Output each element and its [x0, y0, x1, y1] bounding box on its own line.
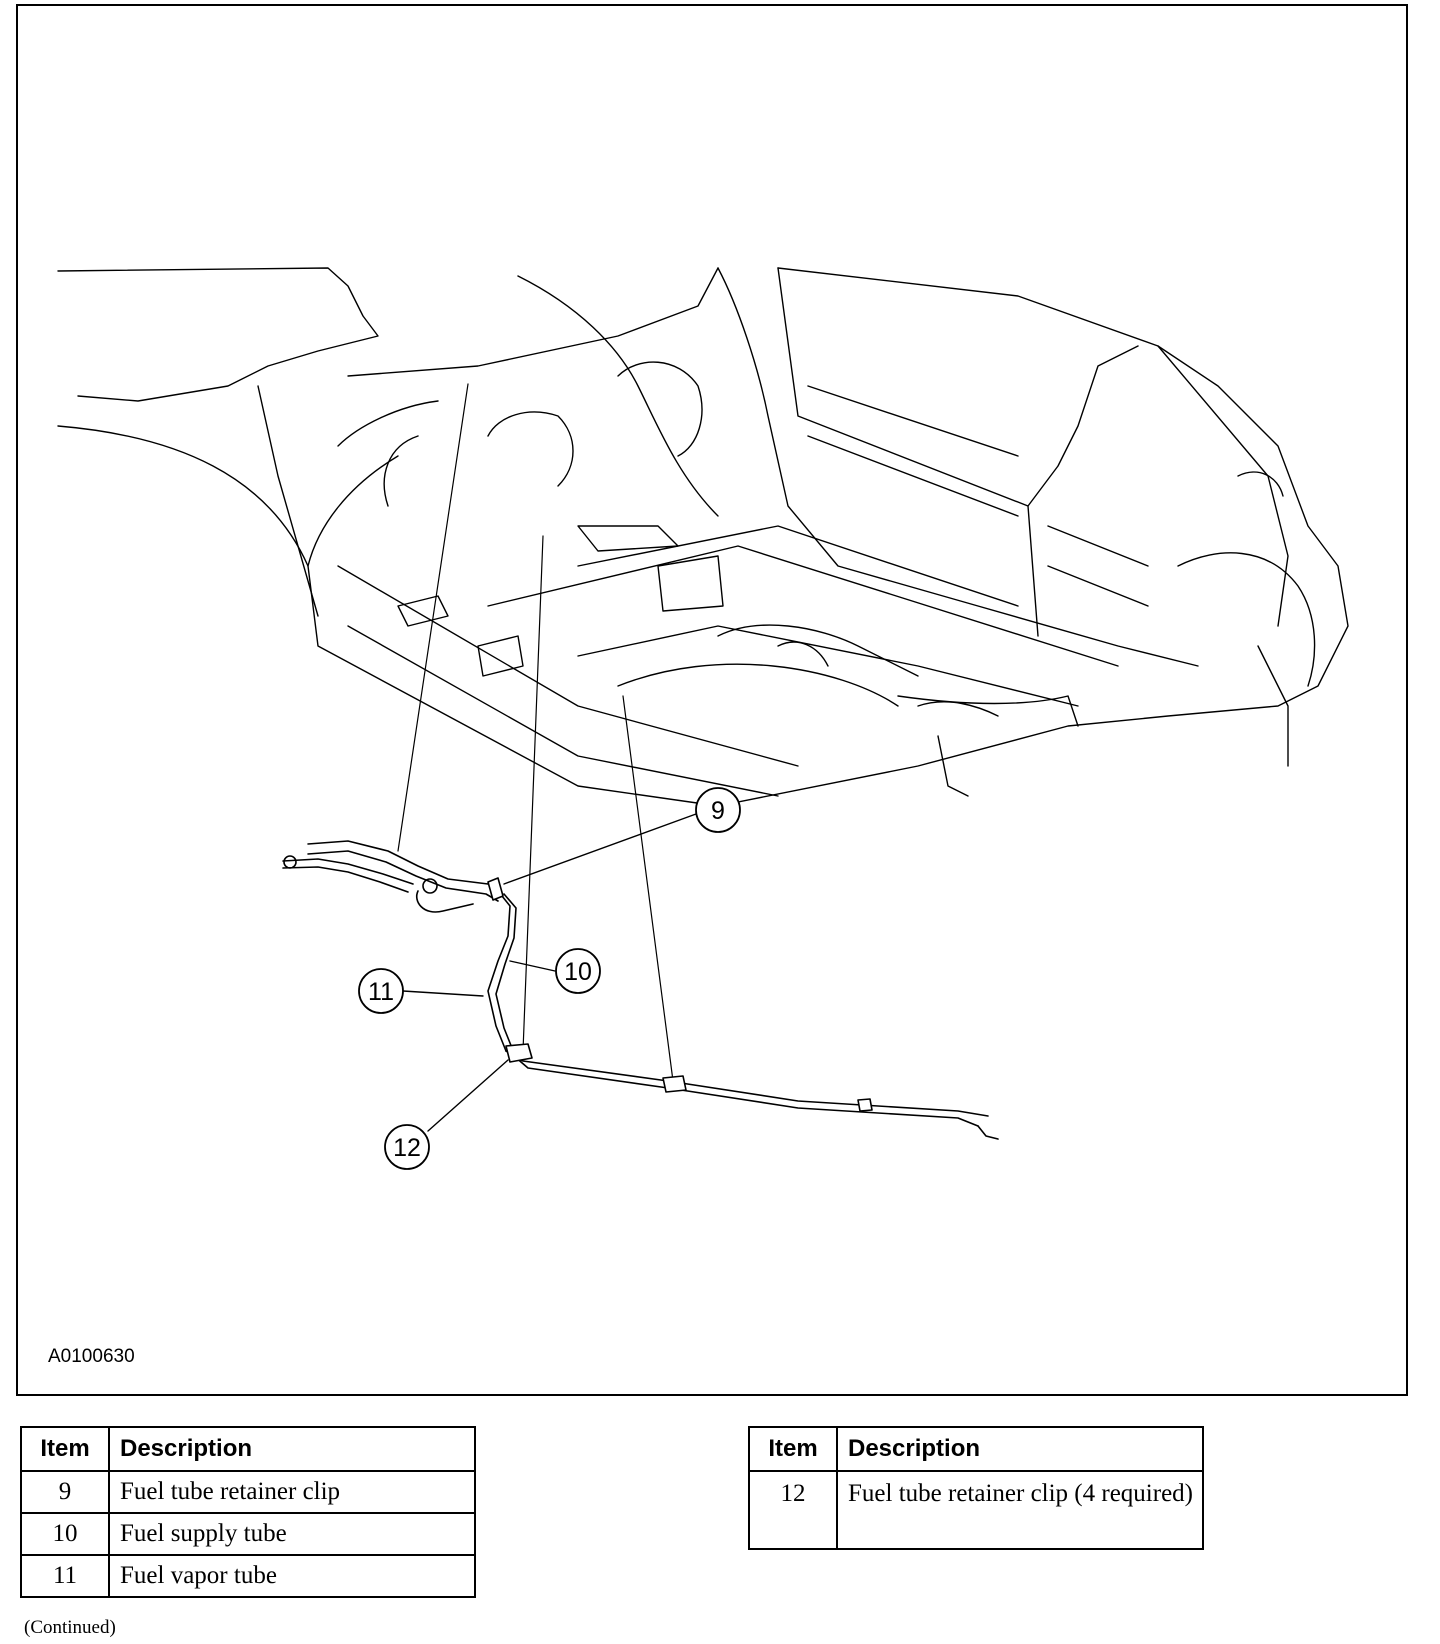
leader-lines: [397, 383, 674, 1082]
item-number: 12: [748, 1470, 838, 1550]
item-table-left: Item Description 9 Fuel tube retainer cl…: [20, 1426, 476, 1598]
callout-10-circle: [555, 948, 601, 994]
item-description: Fuel vapor tube: [108, 1554, 476, 1598]
figure-frame: 9 10 11 12 A0100630: [16, 4, 1408, 1396]
table-header-row: Item Description: [748, 1426, 1204, 1472]
table-header-row: Item Description: [20, 1426, 476, 1472]
table-row: 11 Fuel vapor tube: [20, 1554, 476, 1598]
header-description: Description: [108, 1426, 476, 1472]
item-description: Fuel tube retainer clip: [108, 1470, 476, 1514]
vehicle-body-outline: [57, 267, 1349, 807]
item-number: 10: [20, 1512, 110, 1556]
item-table-right: Item Description 12 Fuel tube retainer c…: [748, 1426, 1204, 1550]
item-description: Fuel supply tube: [108, 1512, 476, 1556]
table-row: 10 Fuel supply tube: [20, 1512, 476, 1556]
callout-12-label: 12: [393, 1134, 421, 1162]
callout-9-circle: [695, 787, 741, 833]
callout-9-label: 9: [711, 797, 725, 825]
item-description: Fuel tube retainer clip (4 required): [836, 1470, 1204, 1550]
table-row: 9 Fuel tube retainer clip: [20, 1470, 476, 1514]
fuel-tube-assembly: [282, 840, 999, 1140]
callout-12-circle: [384, 1124, 430, 1170]
item-number: 9: [20, 1470, 110, 1514]
callout-11-label: 11: [368, 978, 394, 1006]
continued-note: (Continued): [24, 1617, 116, 1638]
header-item: Item: [20, 1426, 110, 1472]
table-row: 12 Fuel tube retainer clip (4 required): [748, 1470, 1204, 1550]
figure-id: A0100630: [48, 1346, 135, 1367]
item-number: 11: [20, 1554, 110, 1598]
callout-10-label: 10: [564, 958, 592, 986]
callout-leaders: [402, 813, 697, 1132]
header-description: Description: [836, 1426, 1204, 1472]
callout-11-circle: [358, 968, 404, 1014]
header-item: Item: [748, 1426, 838, 1472]
vehicle-underbody-illustration: 9 10 11 12: [57, 267, 1349, 1170]
